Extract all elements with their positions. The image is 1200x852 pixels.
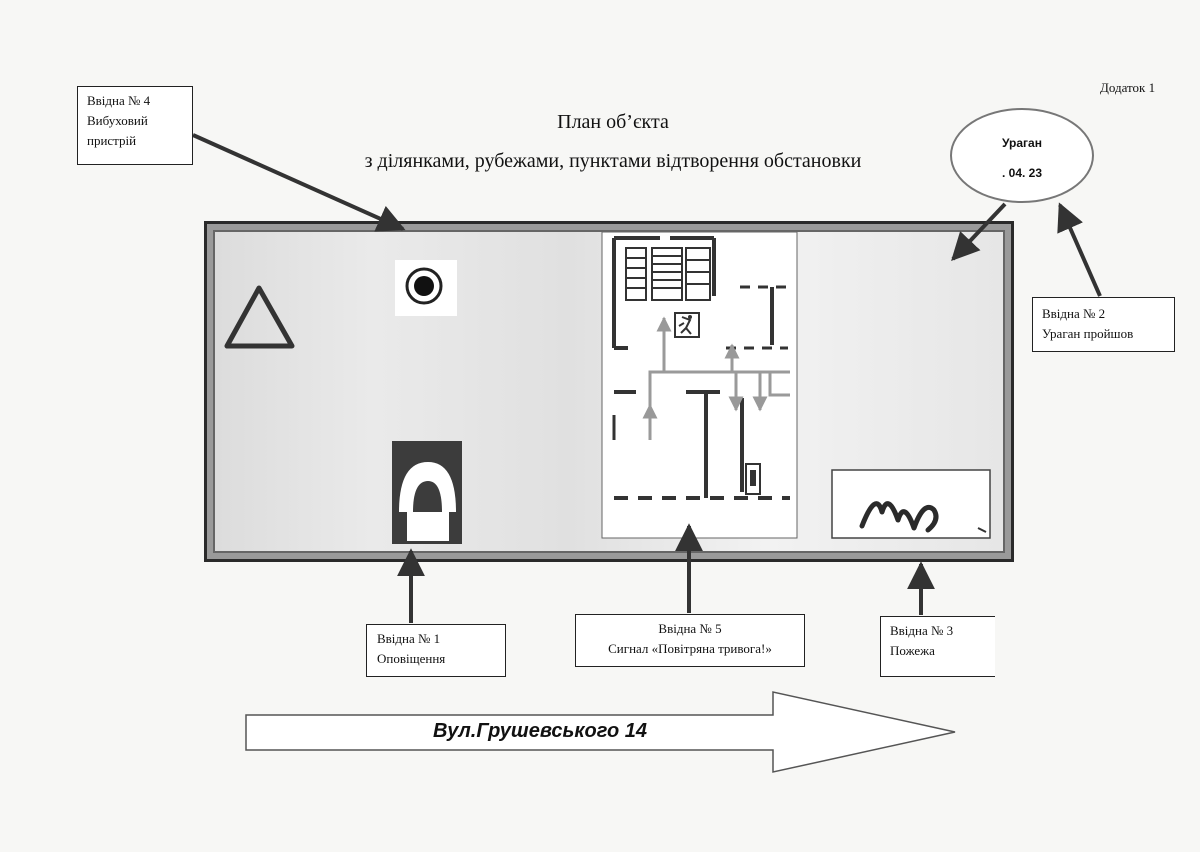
callout-intro-3: Ввідна № 3 Пожежа <box>880 616 995 677</box>
street-label: Вул.Грушевського 14 <box>433 720 647 742</box>
callout-4-line3: пристрій <box>87 133 137 148</box>
emergency-exit-icon <box>674 312 700 338</box>
callout-2-pointers <box>951 202 1102 297</box>
hurricane-date: . 04. 23 <box>1001 166 1043 180</box>
target-icon <box>395 260 457 316</box>
hurricane-name: Ураган <box>1002 136 1042 150</box>
fire-icon <box>831 469 991 539</box>
callout-intro-1: Ввідна № 1 Оповіщення <box>366 624 506 677</box>
callout-5-text: Сигнал «Повітряна тривога!» <box>608 641 772 656</box>
callout-3-text: Пожежа <box>890 643 935 658</box>
callout-2-text: Ураган пройшов <box>1042 326 1134 341</box>
callout-3-title: Ввідна № 3 <box>890 623 954 638</box>
callout-intro-4: Ввідна № 4 Вибуховий пристрій <box>77 86 193 165</box>
callout-intro-2: Ввідна № 2 Ураган пройшов <box>1032 297 1175 352</box>
callout-1-title: Ввідна № 1 <box>377 631 441 646</box>
appendix-label: Додаток 1 <box>1100 80 1156 95</box>
callout-2-title: Ввідна № 2 <box>1042 306 1106 321</box>
callout-4-pointer <box>192 133 406 232</box>
callout-4-title: Ввідна № 4 <box>87 93 151 108</box>
plan-subtitle: з ділянками, рубежами, пунктами відтворе… <box>364 150 862 172</box>
callout-4-line2: Вибуховий <box>87 113 148 128</box>
siren-icon <box>392 441 462 544</box>
warning-triangle-icon <box>224 285 295 349</box>
street-arrow <box>245 691 956 773</box>
hurricane-label: Ураган . 04. 23 <box>950 108 1094 203</box>
callout-intro-5: Ввідна № 5 Сигнал «Повітряна тривога!» <box>575 614 805 667</box>
callout-5-title: Ввідна № 5 <box>658 621 722 636</box>
evacuation-plan-icon <box>601 231 798 539</box>
callout-1-text: Оповіщення <box>377 651 446 666</box>
plan-title: План об’єкта <box>557 111 669 133</box>
